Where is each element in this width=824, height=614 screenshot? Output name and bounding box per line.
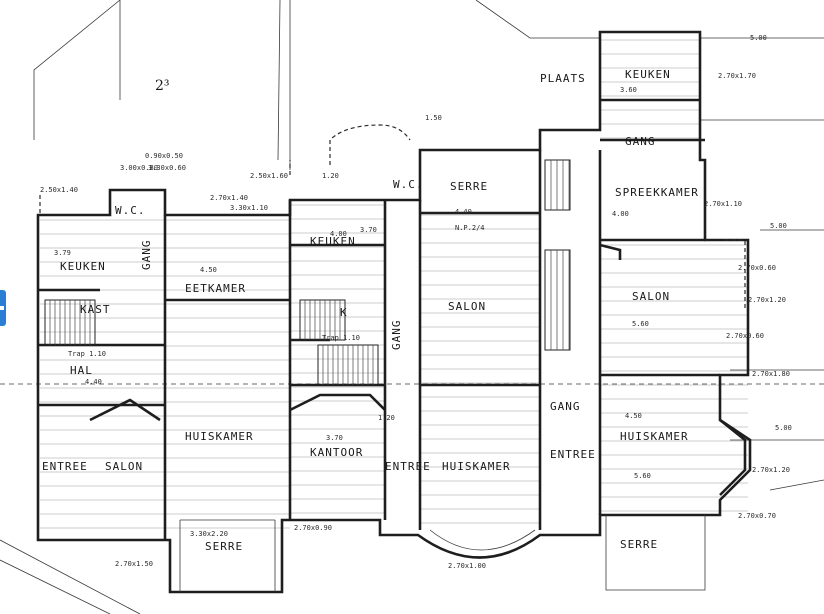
room-label-hal: HAL — [70, 364, 93, 377]
room-label-gang-mid: GANG — [390, 320, 403, 351]
dimension-label: 1.50 — [425, 114, 442, 122]
dashed-outlines — [39, 124, 746, 310]
dimension-label: 2.70x0.60 — [738, 264, 776, 272]
dimension-label: 5.60 — [634, 472, 651, 480]
room-label-entree-left: ENTREE — [42, 460, 88, 473]
room-label-kast-mid: K — [340, 306, 348, 319]
dimension-label: 5.00 — [775, 424, 792, 432]
dimension-label: 4.00 — [612, 210, 629, 218]
room-label-huiskamer-right: HUISKAMER — [620, 430, 689, 443]
room-label-keuken-mid: KEUKEN — [310, 235, 356, 248]
dimension-label: Trap 1.10 — [68, 350, 106, 358]
dimension-label: 2.70x1.10 — [704, 200, 742, 208]
dimension-labels: 3.60 4.00 4.40 4.50 5.60 5.60 4.40 3.70 3.79 4.50… — [40, 34, 792, 570]
walls — [36, 30, 752, 594]
room-label-keuken-right: KEUKEN — [625, 68, 671, 81]
dimension-label: 1.20 — [378, 414, 395, 422]
dimension-label: 3.00x0.80 — [120, 164, 158, 172]
stairs — [44, 159, 571, 386]
dimension-label: 3.79 — [54, 249, 71, 257]
dimension-label: 3.30x1.10 — [230, 204, 268, 212]
dimension-label: 4.50 — [625, 412, 642, 420]
room-label-gang-right: GANG — [550, 400, 581, 413]
dimension-label: 5.00 — [770, 222, 787, 230]
dimension-label: 0.90x0.50 — [145, 152, 183, 160]
dimension-label: 3.70 — [326, 434, 343, 442]
room-label-spreekkamer: SPREEKKAMER — [615, 186, 699, 199]
page-mark: 2³ — [155, 78, 170, 94]
dimension-label: 2.70x0.70 — [738, 512, 776, 520]
dimension-label: 3.60 — [620, 86, 637, 94]
dimension-label: 4.50 — [200, 266, 217, 274]
dimension-label: 1.20 — [322, 172, 339, 180]
room-label-huiskamer-mid: HUISKAMER — [442, 460, 511, 473]
room-label-keuken-left: KEUKEN — [60, 260, 106, 273]
dimension-label: 4.00 — [330, 230, 347, 238]
room-label-wc-mid: W.C. — [393, 178, 424, 191]
dimension-label: 4.40 — [455, 208, 472, 216]
room-label-eetkamer: EETKAMER — [185, 282, 246, 295]
dimension-label: 5.60 — [632, 320, 649, 328]
dimension-label: 3.30x0.60 — [148, 164, 186, 172]
room-label-gang-right-top: GANG — [625, 135, 656, 148]
dimension-label: 2.70x1.80 — [752, 370, 790, 378]
room-label-kast: KAST — [80, 303, 111, 316]
room-label-serre-right: SERRE — [620, 538, 658, 551]
dimension-label: Trap 1.10 — [322, 334, 360, 342]
dimension-label: 2.70x1.00 — [448, 562, 486, 570]
dimension-label: 3.30x2.20 — [190, 530, 228, 538]
dimension-label: 2.70x1.40 — [210, 194, 248, 202]
dimension-label: 5.00 — [750, 34, 767, 42]
dimension-label: N.P.2/4 — [455, 224, 485, 232]
room-label-salon-mid: SALON — [448, 300, 486, 313]
scroll-tab-mark — [0, 306, 4, 310]
dimension-label: 2.70x0.60 — [726, 332, 764, 340]
dimension-label: 2.70x0.90 — [294, 524, 332, 532]
room-label-huiskamer-left: HUISKAMER — [185, 430, 254, 443]
room-label-serre-left: SERRE — [205, 540, 243, 553]
dimension-label: 2.50x1.40 — [40, 186, 78, 194]
dimension-label: 3.70 — [360, 226, 377, 234]
dimension-label: 2.70x1.20 — [748, 296, 786, 304]
room-label-entree-right: ENTREE — [550, 448, 596, 461]
room-label-salon-left: SALON — [105, 460, 143, 473]
room-label-wc-left: W.C. — [115, 204, 146, 217]
dimension-label: 4.40 — [85, 378, 102, 386]
dimension-label: 2.70x1.20 — [752, 466, 790, 474]
room-label-salon-right: SALON — [632, 290, 670, 303]
room-label-plaats: PLAATS — [540, 72, 586, 85]
room-label-gang-left: GANG — [140, 240, 153, 271]
room-label-serre-mid: SERRE — [450, 180, 488, 193]
dimension-label: 2.70x1.50 — [115, 560, 153, 568]
floor-hatching — [40, 39, 748, 529]
dimension-label: 2.70x1.70 — [718, 72, 756, 80]
room-label-entree-mid: ENTREE — [385, 460, 431, 473]
dimension-label: 2.50x1.60 — [250, 172, 288, 180]
room-label-kantoor: KANTOOR — [310, 446, 363, 459]
room-labels: KEUKEN EETKAMER HAL KAST GANG HUISKAMER ENTREE… — [42, 68, 699, 553]
